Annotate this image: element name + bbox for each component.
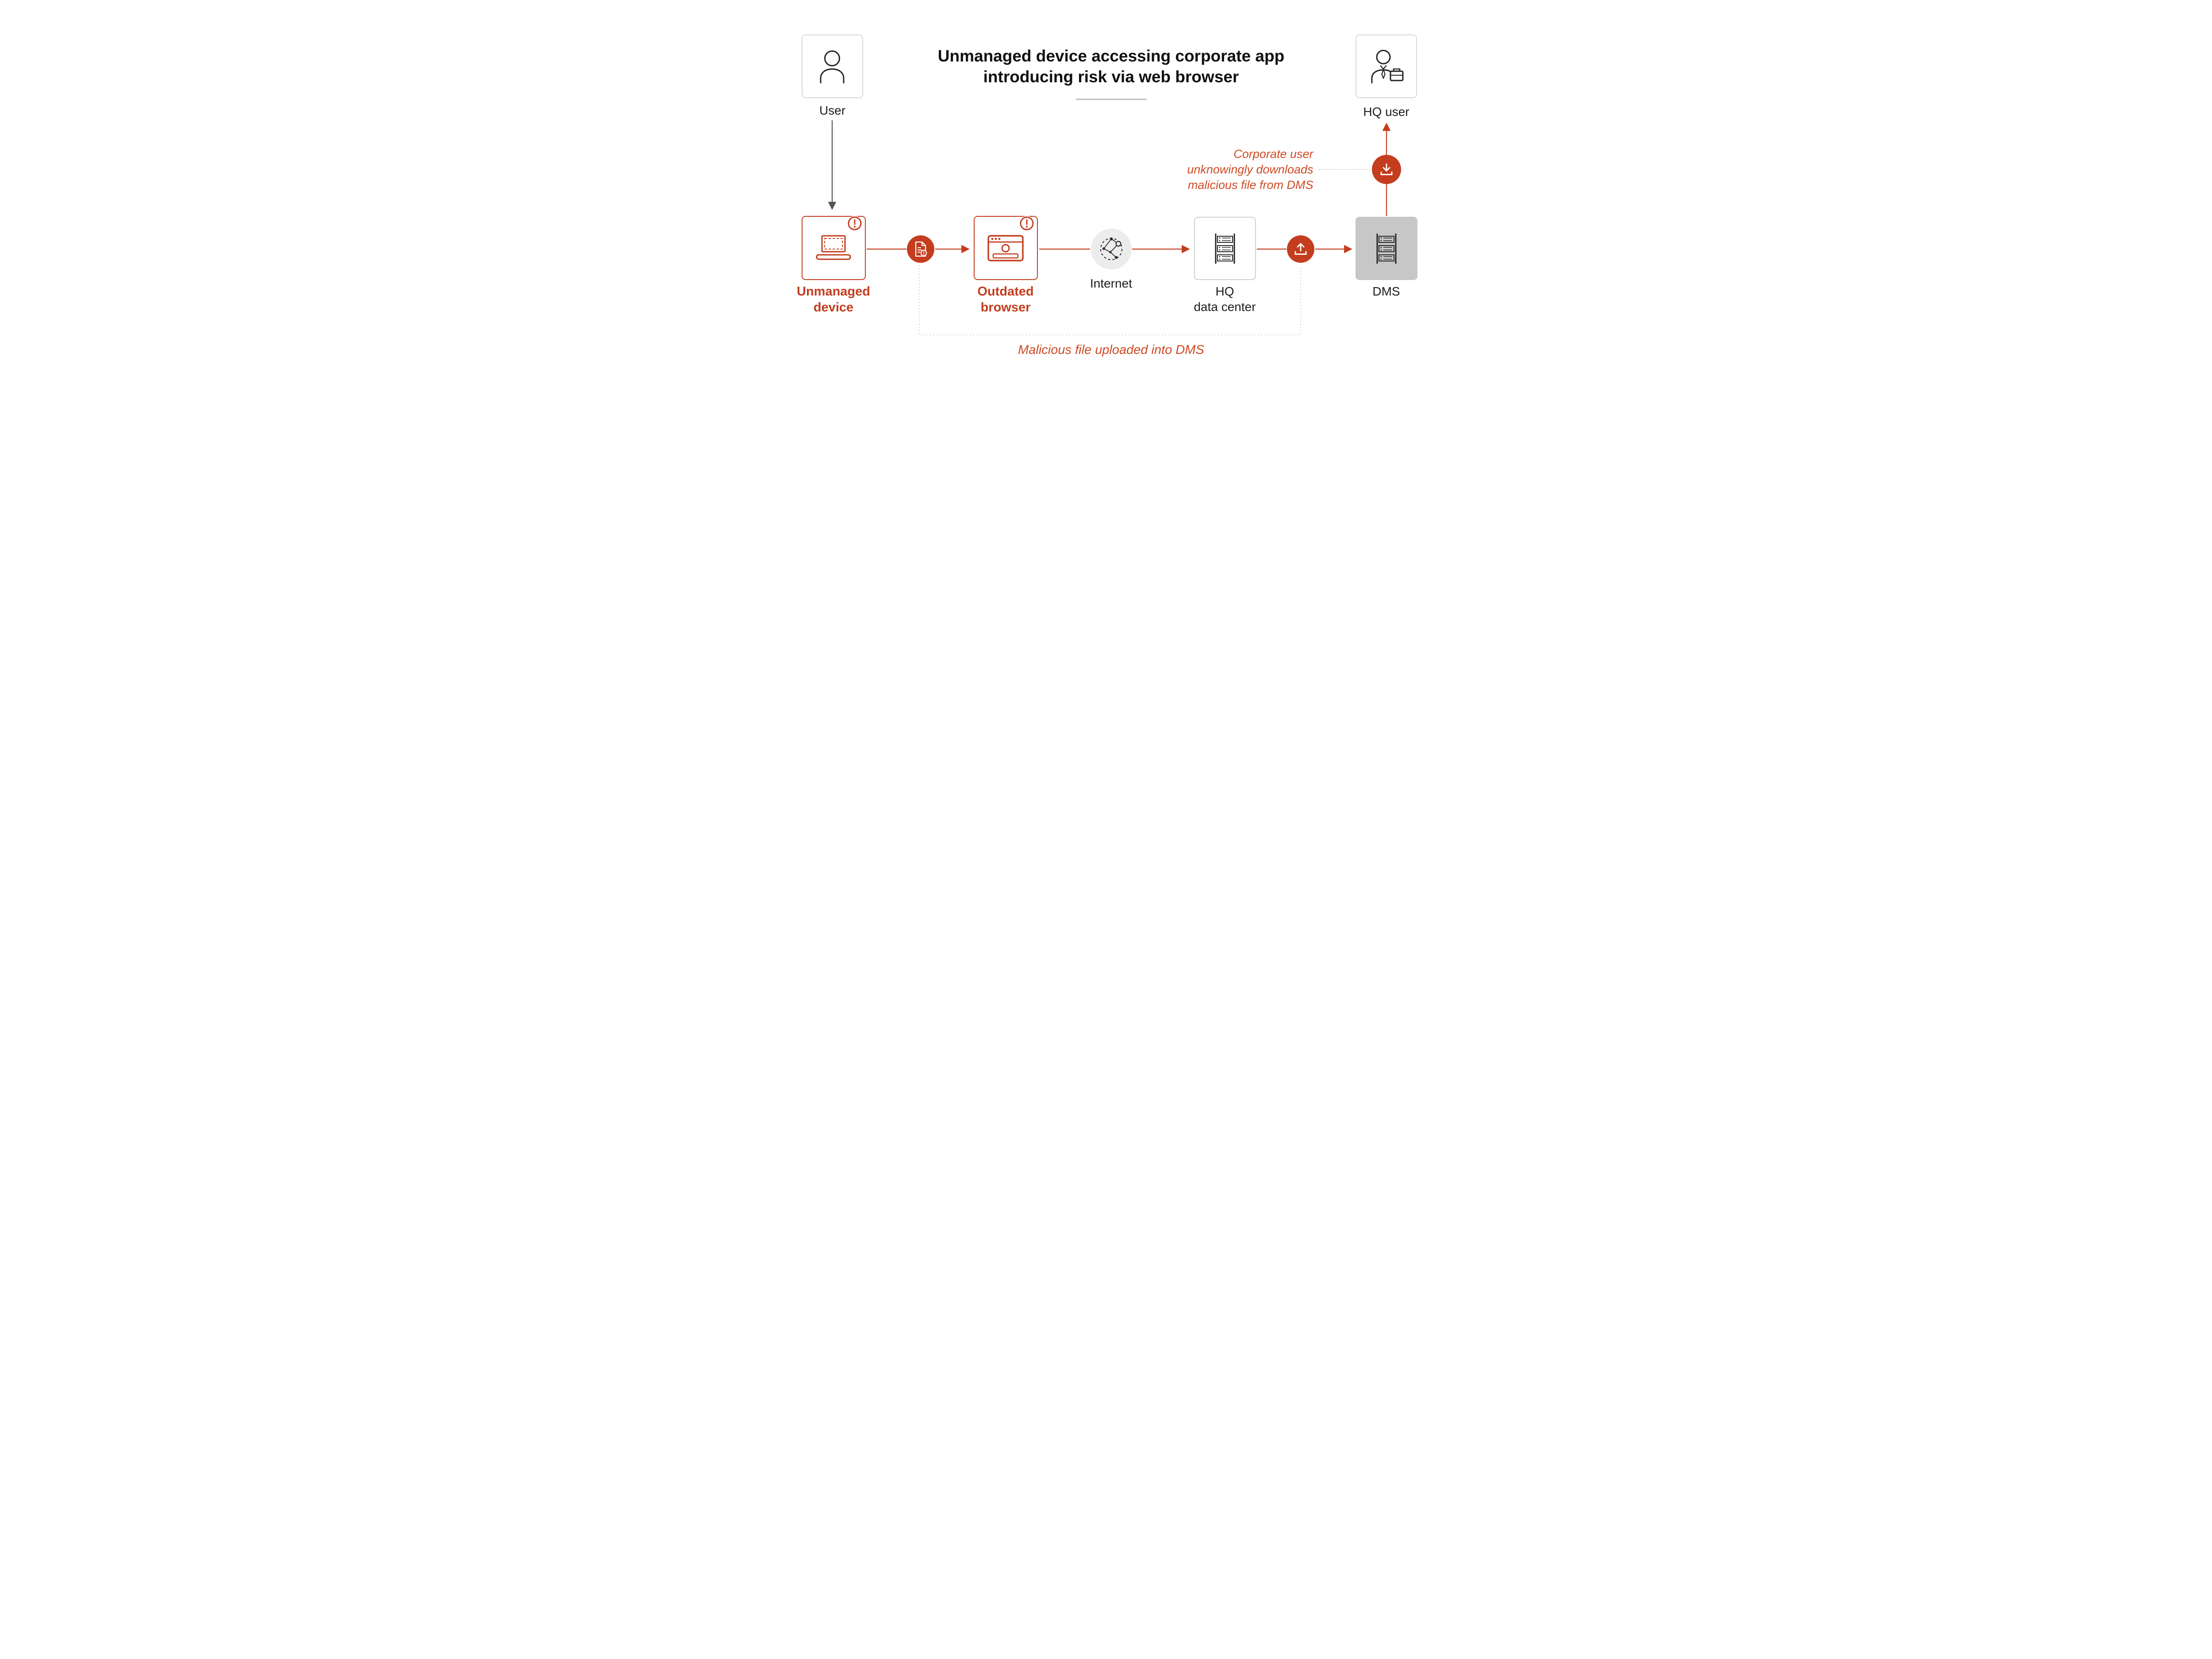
laptop-icon bbox=[816, 235, 851, 260]
warning-icon bbox=[1020, 216, 1033, 230]
document-alert-icon bbox=[915, 241, 927, 257]
node-unmanaged-device-label: Unmanaged device bbox=[797, 284, 870, 315]
upload-annotation: Malicious file uploaded into DMS bbox=[1018, 343, 1204, 357]
browser-warning-badge bbox=[1019, 216, 1034, 231]
page-title: Unmanaged device accessing corporate app… bbox=[937, 47, 1285, 86]
malicious-file-marker bbox=[906, 235, 934, 263]
connector-layer bbox=[828, 120, 1390, 335]
device-warning-badge bbox=[847, 216, 862, 231]
node-hq-user bbox=[1355, 35, 1417, 98]
node-dms-label: DMS bbox=[1372, 284, 1400, 298]
node-dms bbox=[1355, 217, 1417, 280]
download-marker bbox=[1371, 155, 1401, 184]
server-rack-icon bbox=[1215, 233, 1235, 264]
node-hq-user-label: HQ user bbox=[1363, 105, 1409, 119]
dotted-upload-path bbox=[918, 265, 1301, 335]
browser-icon bbox=[987, 234, 1024, 261]
server-rack-icon bbox=[1376, 233, 1396, 264]
upload-marker bbox=[1286, 235, 1314, 263]
node-internet-label: Internet bbox=[1090, 276, 1132, 290]
title-underline bbox=[1075, 99, 1147, 100]
node-hq-data-center-label: HQ data center bbox=[1194, 284, 1256, 314]
node-outdated-browser-label: Outdated browser bbox=[977, 284, 1034, 315]
node-unmanaged-device bbox=[801, 216, 866, 280]
node-user bbox=[801, 35, 863, 98]
business-person-icon bbox=[1371, 50, 1404, 84]
node-user-label: User bbox=[819, 104, 846, 117]
warning-icon bbox=[848, 216, 861, 230]
diagram-canvas: Unmanaged device accessing corporate app… bbox=[764, 0, 1448, 384]
upload-icon bbox=[1294, 243, 1306, 255]
node-hq-data-center bbox=[1194, 217, 1256, 280]
node-internet bbox=[1091, 229, 1132, 269]
download-icon bbox=[1380, 163, 1392, 175]
person-icon bbox=[820, 50, 845, 84]
download-annotation: Corporate user unknowingly downloads mal… bbox=[1187, 147, 1313, 192]
node-outdated-browser bbox=[973, 216, 1038, 280]
network-icon bbox=[1100, 237, 1122, 260]
